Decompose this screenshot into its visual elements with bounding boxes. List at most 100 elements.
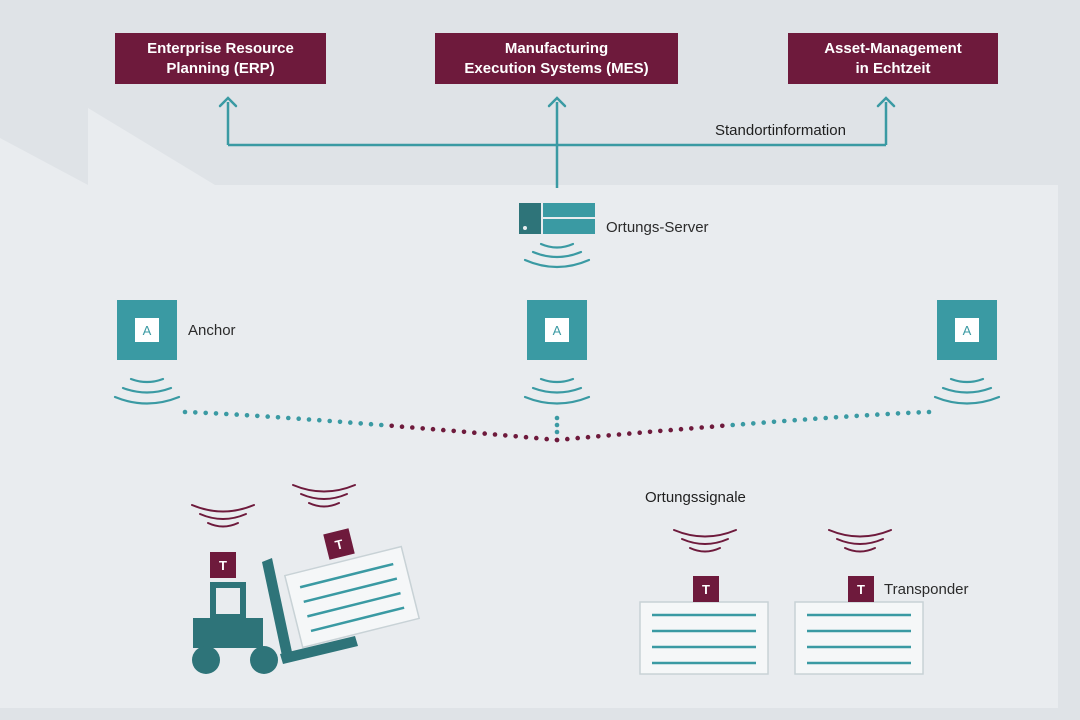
signal-dot <box>658 428 663 434</box>
signal-dot <box>389 423 395 429</box>
signal-dot <box>627 431 632 436</box>
signal-dot <box>451 428 457 434</box>
signal-dot <box>420 426 426 431</box>
erp-box-line2: Planning (ERP) <box>166 59 275 77</box>
signal-dot <box>740 421 746 427</box>
signal-dot <box>554 415 560 421</box>
signal-dot <box>606 433 611 438</box>
signal-dot <box>637 430 642 436</box>
signal-dot <box>306 417 312 422</box>
svg-text:T: T <box>857 582 865 597</box>
signal-dot <box>503 433 508 438</box>
anchor-signal-icons <box>113 377 1001 405</box>
signal-dot <box>709 424 715 430</box>
signal-dot <box>771 419 777 425</box>
building-shape <box>0 108 1058 708</box>
ortungssignale-label: Ortungssignale <box>645 489 746 506</box>
signal-dot <box>482 431 488 436</box>
tag-pallet-right-icon: T <box>848 576 874 602</box>
tag-forklift-icon: T <box>210 552 236 578</box>
signal-dot <box>854 413 859 419</box>
signal-dot <box>730 422 735 428</box>
signal-dot <box>234 412 239 417</box>
signal-dot <box>575 435 580 441</box>
signal-dot <box>348 420 353 425</box>
signal-dot <box>823 415 828 421</box>
signal-dot <box>379 422 384 428</box>
signal-dot <box>689 426 694 431</box>
anchor-glyph: A <box>553 323 562 338</box>
signal-dot <box>668 427 673 433</box>
server-icon <box>519 203 595 234</box>
signal-dot <box>461 429 467 435</box>
signal-dot <box>224 411 229 417</box>
signal-dot <box>441 427 446 433</box>
signal-dot <box>213 411 219 416</box>
signal-dot <box>523 434 529 440</box>
signal-dot <box>813 416 818 422</box>
signal-dot <box>513 434 518 439</box>
erp-box: Enterprise Resource Planning (ERP) <box>115 33 326 84</box>
signal-dot <box>844 414 849 419</box>
signal-dot <box>182 409 188 415</box>
signal-dot <box>699 425 704 430</box>
dotted-signal-path <box>182 409 932 443</box>
signal-dot <box>864 413 870 418</box>
signal-dot <box>358 421 364 426</box>
signal-dot <box>895 411 901 416</box>
mes-box-line2: Execution Systems (MES) <box>464 59 649 77</box>
signal-dot <box>647 429 653 435</box>
signal-dot <box>203 410 208 416</box>
mes-box-line1: Manufacturing <box>504 39 609 57</box>
server-label: Ortungs-Server <box>606 219 709 236</box>
signal-dot <box>916 410 921 415</box>
connection-lines <box>226 102 888 188</box>
signal-dot <box>761 420 766 425</box>
svg-text:T: T <box>702 582 710 597</box>
signal-dot <box>244 413 250 418</box>
signal-dot <box>554 429 560 435</box>
signal-dot <box>317 417 322 423</box>
asset-management-box-line2: in Echtzeit <box>855 59 931 77</box>
signal-dot <box>296 416 302 422</box>
pallet-left <box>639 601 769 675</box>
signal-dot <box>193 410 198 415</box>
tag-signal-icons <box>191 484 892 553</box>
signal-dot <box>544 436 549 442</box>
signal-dot <box>751 421 756 426</box>
asset-management-box-line1: Asset-Management <box>824 39 962 57</box>
signal-dot <box>275 415 281 420</box>
mes-box: Manufacturing Execution Systems (MES) <box>435 33 678 84</box>
anchor-right-icon <box>937 300 997 360</box>
signal-dot <box>492 432 498 437</box>
signal-dot <box>720 423 725 429</box>
server-signal-icon <box>523 242 591 269</box>
svg-text:T: T <box>219 558 227 573</box>
forklift-icon <box>192 558 358 674</box>
arrow-up-icon <box>547 96 567 108</box>
anchor-center-icon <box>527 300 587 360</box>
forklift-pallet <box>283 545 421 649</box>
signal-dot <box>286 415 291 421</box>
erp-box-line1: Enterprise Resource <box>147 39 294 57</box>
anchor-glyph: A <box>143 323 152 338</box>
signal-dot <box>885 411 890 417</box>
signal-dot <box>410 425 415 430</box>
signal-dot <box>472 430 477 436</box>
asset-management-box: Asset-Management in Echtzeit <box>788 33 998 84</box>
signal-dot <box>926 409 932 415</box>
signal-dot <box>534 435 539 441</box>
signal-dot <box>833 415 839 420</box>
signal-dot <box>792 417 797 423</box>
signal-dot <box>254 413 260 419</box>
svg-text:T: T <box>333 536 344 552</box>
signal-dot <box>430 426 436 432</box>
signal-dot <box>554 437 560 443</box>
signal-dot <box>875 412 880 417</box>
tag-pallet-left-icon: T <box>693 576 719 602</box>
signal-dot <box>327 418 333 424</box>
signal-dot <box>782 418 787 424</box>
signal-dot <box>616 432 622 437</box>
standortinformation-label: Standortinformation <box>715 122 846 139</box>
